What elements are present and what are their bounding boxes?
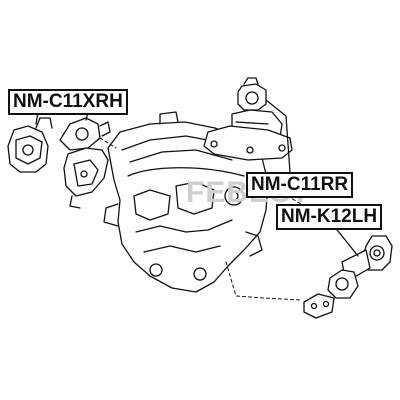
mount-nm-c11rr <box>203 77 293 161</box>
engine-block <box>103 111 269 293</box>
label-nm-c11xrh: NM-C11XRH <box>8 89 128 115</box>
mount-nm-c11xrh <box>7 117 111 209</box>
label-nm-c11rr: NM-C11RR <box>246 172 354 198</box>
mount-nm-k12lh <box>303 235 393 319</box>
label-nm-k12lh: NM-K12LH <box>276 204 383 230</box>
